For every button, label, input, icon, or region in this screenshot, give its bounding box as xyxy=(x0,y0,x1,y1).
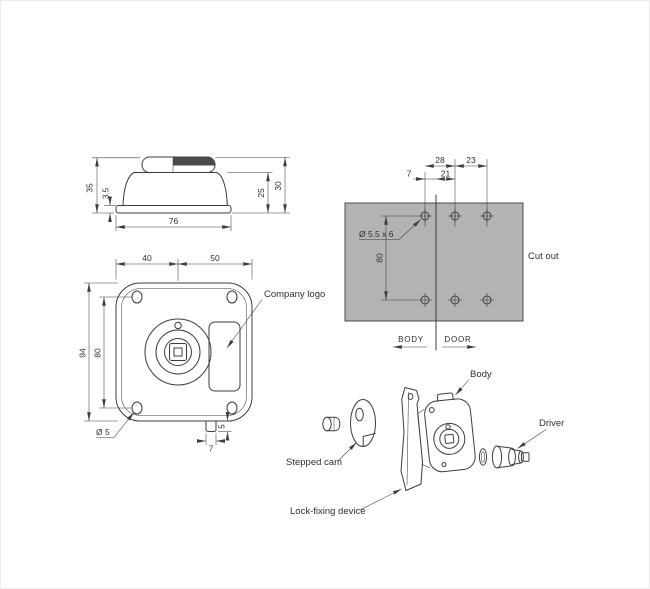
dim-text-25: 25 xyxy=(256,188,266,198)
body-drawing xyxy=(417,392,476,473)
dim-text-35: 35 xyxy=(85,183,95,193)
body-side-label: BODY xyxy=(398,335,424,344)
dim-text-94: 94 xyxy=(78,348,88,358)
front-view: 40 50 94 80 Ø 5 7 xyxy=(78,253,326,454)
cam-ring-inner xyxy=(164,338,192,366)
cam-ring-mid xyxy=(155,329,201,375)
door-side-label: DOOR xyxy=(444,335,471,344)
circlip xyxy=(478,448,488,466)
company-logo-area xyxy=(208,321,241,392)
cam-ring-outer xyxy=(144,318,212,386)
dim-text-5-front: 5 xyxy=(218,424,227,429)
side-view: 35 3.5 76 25 30 xyxy=(85,156,290,231)
exploded-view: Stepped cam Lock-fixing device Body Driv… xyxy=(286,369,564,517)
dim-cut-21: 21 xyxy=(436,169,455,181)
label-body: Body xyxy=(455,369,492,396)
cutout-view: 28 23 7 21 80 Ø 5.5 x 6 Cut out BODY xyxy=(344,155,559,351)
dim-side-76: 76 xyxy=(115,215,232,231)
label-lock-fixing: Lock-fixing device xyxy=(290,488,402,517)
side-base xyxy=(115,205,232,214)
body-label: Body xyxy=(470,369,492,380)
dim-front-80: 80 xyxy=(93,296,132,409)
lock-fixing-label: Lock-fixing device xyxy=(290,506,366,517)
dim-front-7: 7 xyxy=(196,433,226,454)
fixing-plate xyxy=(400,387,423,491)
dim-cut-80: 80 xyxy=(375,215,418,301)
dim-text-3-5: 3.5 xyxy=(102,187,111,199)
screw-hole xyxy=(131,401,143,415)
square-spindle-inner xyxy=(173,347,183,357)
hole-spec-text: Ø 5.5 x 6 xyxy=(359,229,394,239)
dim-text-7-front: 7 xyxy=(209,445,214,454)
driver-label: Driver xyxy=(539,418,564,429)
screw-hole xyxy=(131,290,143,304)
cutout-panel xyxy=(344,202,524,322)
dim-side-30: 30 xyxy=(215,157,290,213)
dim-text-76: 76 xyxy=(169,216,179,226)
square-spindle-hole xyxy=(169,343,187,361)
dim-text-dia5: Ø 5 xyxy=(96,427,110,437)
cutout-body-door-labels: BODY DOOR xyxy=(393,335,476,349)
dim-cut-7: 7 xyxy=(407,169,436,181)
cutout-title: Cut out xyxy=(528,251,559,262)
side-view-drawing xyxy=(115,156,232,214)
cam-tab xyxy=(205,420,217,432)
dim-text-30: 30 xyxy=(273,181,283,191)
cutout-holes xyxy=(418,209,494,307)
dim-front-dia5: Ø 5 xyxy=(96,412,135,438)
label-company-logo: Company logo xyxy=(226,289,325,349)
dim-text-80-cut: 80 xyxy=(375,253,385,263)
stepped-cam-label: Stepped cam xyxy=(286,457,342,468)
dim-text-40: 40 xyxy=(142,253,152,263)
front-body-outline xyxy=(115,282,253,422)
screw-hole xyxy=(226,290,238,304)
front-body-inner xyxy=(121,288,247,416)
label-stepped-cam: Stepped cam xyxy=(286,442,357,468)
side-body xyxy=(122,172,228,206)
detent-hole xyxy=(174,321,182,330)
body-front-face xyxy=(424,398,476,473)
dim-side-25: 25 xyxy=(227,172,290,214)
side-knob xyxy=(141,156,216,173)
side-knob-band xyxy=(173,157,215,166)
lock-fixing-drawing xyxy=(400,387,423,491)
dim-text-21: 21 xyxy=(441,169,451,179)
driver-drawing xyxy=(478,445,530,469)
dim-text-50: 50 xyxy=(210,253,220,263)
dim-cut-holespec: Ø 5.5 x 6 xyxy=(359,219,421,240)
dim-text-23: 23 xyxy=(466,155,476,165)
dim-cut-28: 28 xyxy=(425,155,455,168)
dim-front-40-50: 40 50 xyxy=(115,253,253,281)
dim-cut-23: 23 xyxy=(455,155,487,168)
stepped-cam-drawing xyxy=(322,399,376,447)
dim-front-5: 5 xyxy=(218,411,232,441)
company-logo-label: Company logo xyxy=(264,289,325,300)
label-driver: Driver xyxy=(517,418,564,449)
screw-hole xyxy=(226,401,238,415)
dim-text-28: 28 xyxy=(435,155,445,165)
dim-text-80-front: 80 xyxy=(93,348,103,358)
dim-text-7-cut: 7 xyxy=(407,169,412,179)
dim-side-35: 35 xyxy=(85,157,140,214)
dim-side-3-5: 3.5 xyxy=(102,187,116,223)
front-view-drawing xyxy=(115,282,253,432)
dim-front-94: 94 xyxy=(78,282,118,422)
